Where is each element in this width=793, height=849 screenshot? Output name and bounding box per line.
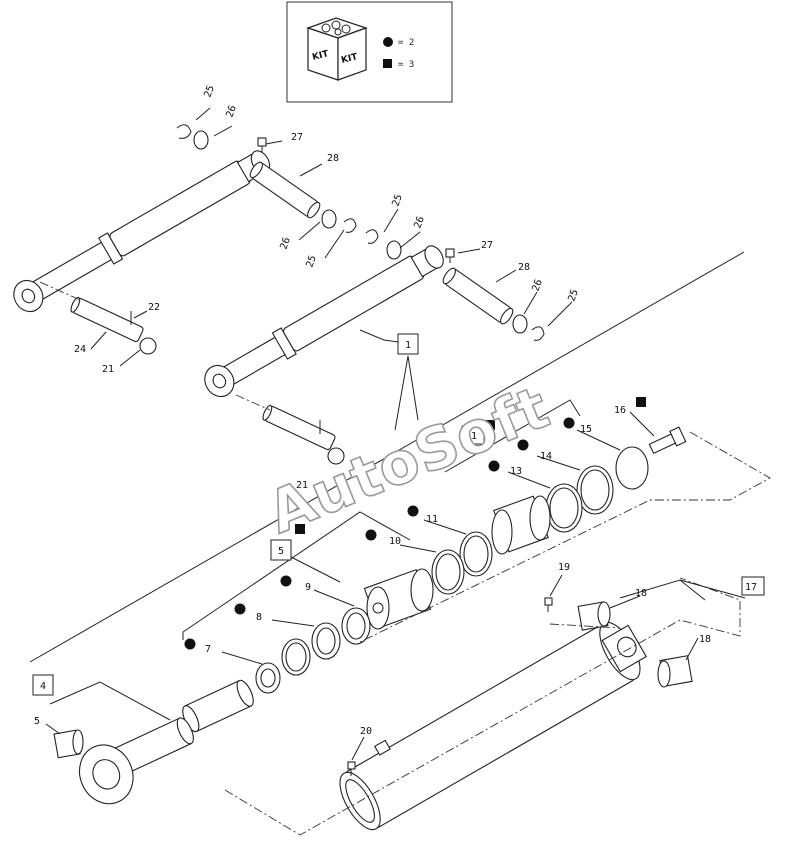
middle-cylinder [204, 245, 444, 398]
svg-text:4: 4 [40, 681, 46, 692]
callout-28-mid: 28 [518, 262, 530, 273]
callout-26-lowright: 26 [530, 278, 544, 293]
callout-27-top: 27 [291, 132, 303, 143]
kit-label-left: KIT [311, 49, 330, 63]
ring-21a [139, 337, 157, 355]
circle-marker-13 [488, 460, 500, 472]
circlip-25b [343, 218, 357, 233]
washer-26a [193, 130, 209, 150]
boxed-callout-4: 4 [32, 674, 54, 696]
callout-13: 13 [510, 466, 522, 477]
square-symbol-icon [383, 59, 392, 68]
bolt-16 [648, 426, 687, 455]
washer-26b [321, 209, 337, 229]
lower-pin-24a [70, 296, 144, 343]
circle-marker-14 [517, 439, 529, 451]
bush-5 [53, 729, 84, 759]
circle-marker-9 [280, 575, 292, 587]
bush-18a [577, 601, 611, 631]
callout-18-top: 18 [635, 588, 647, 599]
callout-24-top: 24 [74, 344, 86, 355]
circlip-25a [176, 124, 192, 139]
grease-nipple-19 [544, 597, 553, 612]
boxed-callout-1: 1 [397, 333, 419, 355]
boxed-callout-5: 5 [270, 539, 292, 561]
piston-rod [182, 679, 254, 733]
svg-text:1: 1 [405, 340, 411, 351]
callout-9: 9 [305, 582, 311, 593]
square-qty: = 3 [398, 60, 414, 70]
circle-marker-8 [234, 603, 246, 615]
callout-25-mid: 25 [304, 254, 318, 269]
kit-legend: KIT KIT = 2 = 3 [286, 1, 453, 103]
circlip-25c [365, 229, 379, 244]
callout-26-mid: 26 [278, 236, 292, 251]
grease-nipple-27a [257, 137, 267, 152]
washer-26d [512, 314, 528, 334]
grease-nipple-27b [445, 248, 455, 263]
callout-14: 14 [540, 451, 552, 462]
callout-28-top: 28 [327, 153, 339, 164]
upper-pin-28a [249, 161, 321, 219]
piston-group-outline [359, 431, 771, 643]
callout-11: 11 [426, 514, 438, 525]
piston-head [491, 495, 551, 555]
upper-pin-28b [442, 267, 514, 325]
barrel-group-outline [224, 577, 741, 836]
boxed-callout-21: 21 [461, 425, 485, 445]
square-marker-21 [485, 420, 495, 430]
callout-25-right: 25 [390, 193, 404, 208]
callout-16: 16 [614, 405, 626, 416]
washer-26c [386, 240, 402, 260]
callout-21-mid: 21 [296, 480, 308, 491]
ring-21b [327, 447, 345, 465]
lower-pin-24b [262, 404, 336, 451]
callout-7: 7 [205, 644, 211, 655]
circle-marker-11 [407, 505, 419, 517]
grease-nipple-20 [347, 761, 356, 776]
callout-25-top: 25 [202, 84, 216, 99]
circle-qty: = 2 [398, 38, 414, 48]
callout-19: 19 [558, 562, 570, 573]
callout-5: 5 [34, 716, 40, 727]
callout-10: 10 [389, 536, 401, 547]
kit-box-icon: KIT KIT [306, 17, 368, 81]
section-divider [29, 251, 745, 663]
square-marker-16 [636, 397, 646, 407]
circle-marker-7 [184, 638, 196, 650]
rod-eye [78, 717, 194, 805]
bush-18b [657, 655, 693, 688]
callout-26-top: 26 [224, 104, 238, 119]
callout-22-top: 22 [148, 302, 160, 313]
svg-text:21: 21 [465, 431, 477, 442]
upper-cylinder [13, 150, 271, 313]
kit-label-right: KIT [340, 52, 359, 66]
callout-25-lowright: 25 [566, 288, 580, 303]
svg-text:17: 17 [745, 582, 757, 593]
callout-26-right: 26 [412, 215, 426, 230]
svg-text:5: 5 [278, 546, 284, 557]
callout-20: 20 [360, 726, 372, 737]
callout-18-right: 18 [699, 634, 711, 645]
callout-27-mid: 27 [481, 240, 493, 251]
circle-marker-10 [365, 529, 377, 541]
circle-symbol-icon [383, 37, 393, 47]
callout-21-top: 21 [102, 364, 114, 375]
square-marker-5 [295, 524, 305, 534]
cylinder-barrel [339, 621, 647, 831]
boxed-callout-17: 17 [741, 576, 765, 596]
callout-15: 15 [580, 424, 592, 435]
circlip-25d [531, 326, 545, 341]
gland-nut [363, 568, 434, 630]
callout-8: 8 [256, 612, 262, 623]
ring-15 [615, 446, 649, 490]
circle-marker-15 [563, 417, 575, 429]
